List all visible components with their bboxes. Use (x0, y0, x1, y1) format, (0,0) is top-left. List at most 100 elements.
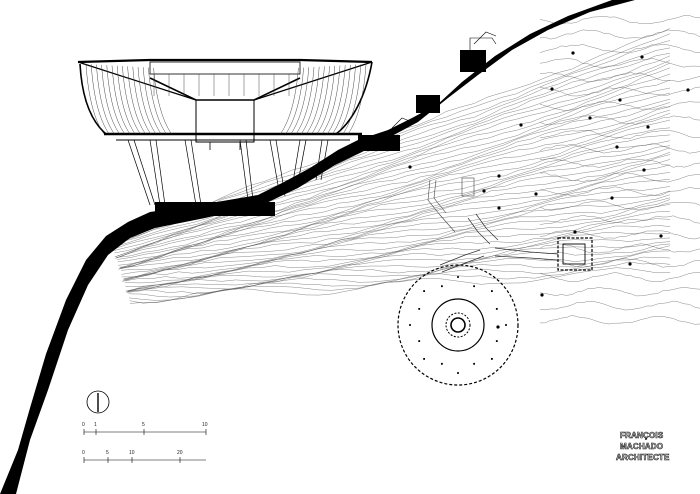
contour-line (120, 154, 671, 268)
support-pier (127, 139, 156, 206)
contour-line (123, 190, 671, 281)
walkway-left (439, 249, 485, 273)
roof-right-slope (253, 61, 373, 101)
contour-line (116, 106, 671, 259)
contour-line (112, 62, 671, 248)
roof-left-slope (77, 61, 197, 101)
hull-rib (301, 66, 320, 135)
contour-line (118, 140, 671, 270)
hull-rib (90, 64, 110, 135)
contour-line (539, 243, 700, 254)
contour-line (125, 211, 671, 287)
tree-dot (610, 196, 614, 200)
scale1-label-10: 10 (202, 422, 208, 428)
hull-rib (327, 65, 346, 135)
contour-line (122, 186, 671, 281)
contour-line (127, 243, 671, 292)
contour-line (539, 186, 700, 197)
support-pier (269, 139, 286, 197)
tree-markers (408, 25, 690, 329)
ring-marker (473, 362, 475, 365)
tree-dot (497, 174, 501, 178)
roof-line (77, 58, 373, 64)
contour-line (539, 172, 700, 183)
support-pier (149, 139, 166, 206)
tree-dot (642, 168, 646, 172)
hull-rib (142, 67, 162, 135)
tree-dot (588, 116, 592, 120)
ring-marker (495, 308, 498, 310)
ring-marker (457, 276, 459, 278)
tree-dot (628, 262, 632, 266)
scale1-label-1: 1 (94, 422, 97, 428)
ring-marker (409, 324, 411, 326)
scale2-label-20: 20 (177, 450, 183, 456)
tree-dot (549, 25, 553, 29)
contour-line (119, 147, 671, 270)
contour-line (122, 179, 671, 282)
scale2-label-5: 5 (106, 450, 109, 456)
hull-rib (106, 65, 125, 135)
contour-line (539, 287, 700, 297)
slope-terrace-blocks (155, 50, 486, 216)
contour-line (125, 218, 671, 292)
house-section (77, 58, 373, 206)
scale-bar-2 (83, 457, 206, 463)
contour-line (114, 87, 671, 257)
support-pier (315, 139, 329, 181)
contour-line (115, 102, 671, 259)
contour-line (114, 79, 671, 254)
contour-line (116, 109, 671, 258)
contour-line (112, 60, 671, 246)
hull-rib (295, 66, 315, 135)
hull-rib (280, 67, 299, 135)
roof-inner-v (149, 77, 301, 101)
tree-dot (482, 189, 486, 193)
contour-line (539, 300, 700, 311)
contour-line (539, 200, 700, 211)
tree-dot (534, 192, 538, 196)
ring-marker (441, 362, 443, 365)
ring-marker (505, 324, 507, 326)
contour-line (126, 237, 671, 293)
ring-marker (491, 290, 493, 292)
tree-dot (571, 51, 575, 55)
tree-dot (686, 88, 690, 92)
tree-dot (497, 206, 501, 210)
scale-bar-1 (83, 429, 207, 435)
contour-line (539, 15, 700, 25)
square-pavilion-inner (562, 243, 586, 265)
scale1-label-0: 0 (82, 422, 85, 428)
tree-dot (573, 230, 577, 234)
credit-line-2: MACHADO (620, 442, 664, 451)
hull-rib (347, 63, 367, 135)
contour-line (120, 152, 671, 268)
slope-railings (391, 31, 497, 129)
ring-marker (423, 358, 425, 360)
tree-dot (408, 165, 412, 169)
support-pier (291, 139, 307, 189)
ring-marker (495, 340, 498, 342)
ring-marker (441, 285, 443, 288)
scale1-label-5: 5 (142, 422, 145, 428)
hull-rib (316, 65, 336, 135)
tree-dot (496, 325, 500, 329)
hull-rib (342, 64, 362, 135)
credit-line-1: FRANÇOIS (620, 431, 664, 440)
site-plan (397, 177, 593, 386)
contour-line (113, 73, 671, 251)
ring-marker (418, 340, 421, 342)
hull-rib (116, 65, 136, 135)
hull-rib (101, 64, 120, 135)
contour-line (119, 145, 671, 269)
hull-rib (290, 67, 310, 135)
scale2-label-0: 0 (82, 450, 85, 456)
tree-dot (550, 87, 554, 91)
contour-line (539, 29, 700, 40)
credit-line-3: ARCHITECTE (616, 453, 670, 462)
plan-ring-markers (409, 276, 507, 374)
contour-line (129, 267, 671, 304)
hull-rib (111, 65, 131, 135)
ring-marker (473, 285, 475, 288)
contour-line (539, 86, 700, 97)
